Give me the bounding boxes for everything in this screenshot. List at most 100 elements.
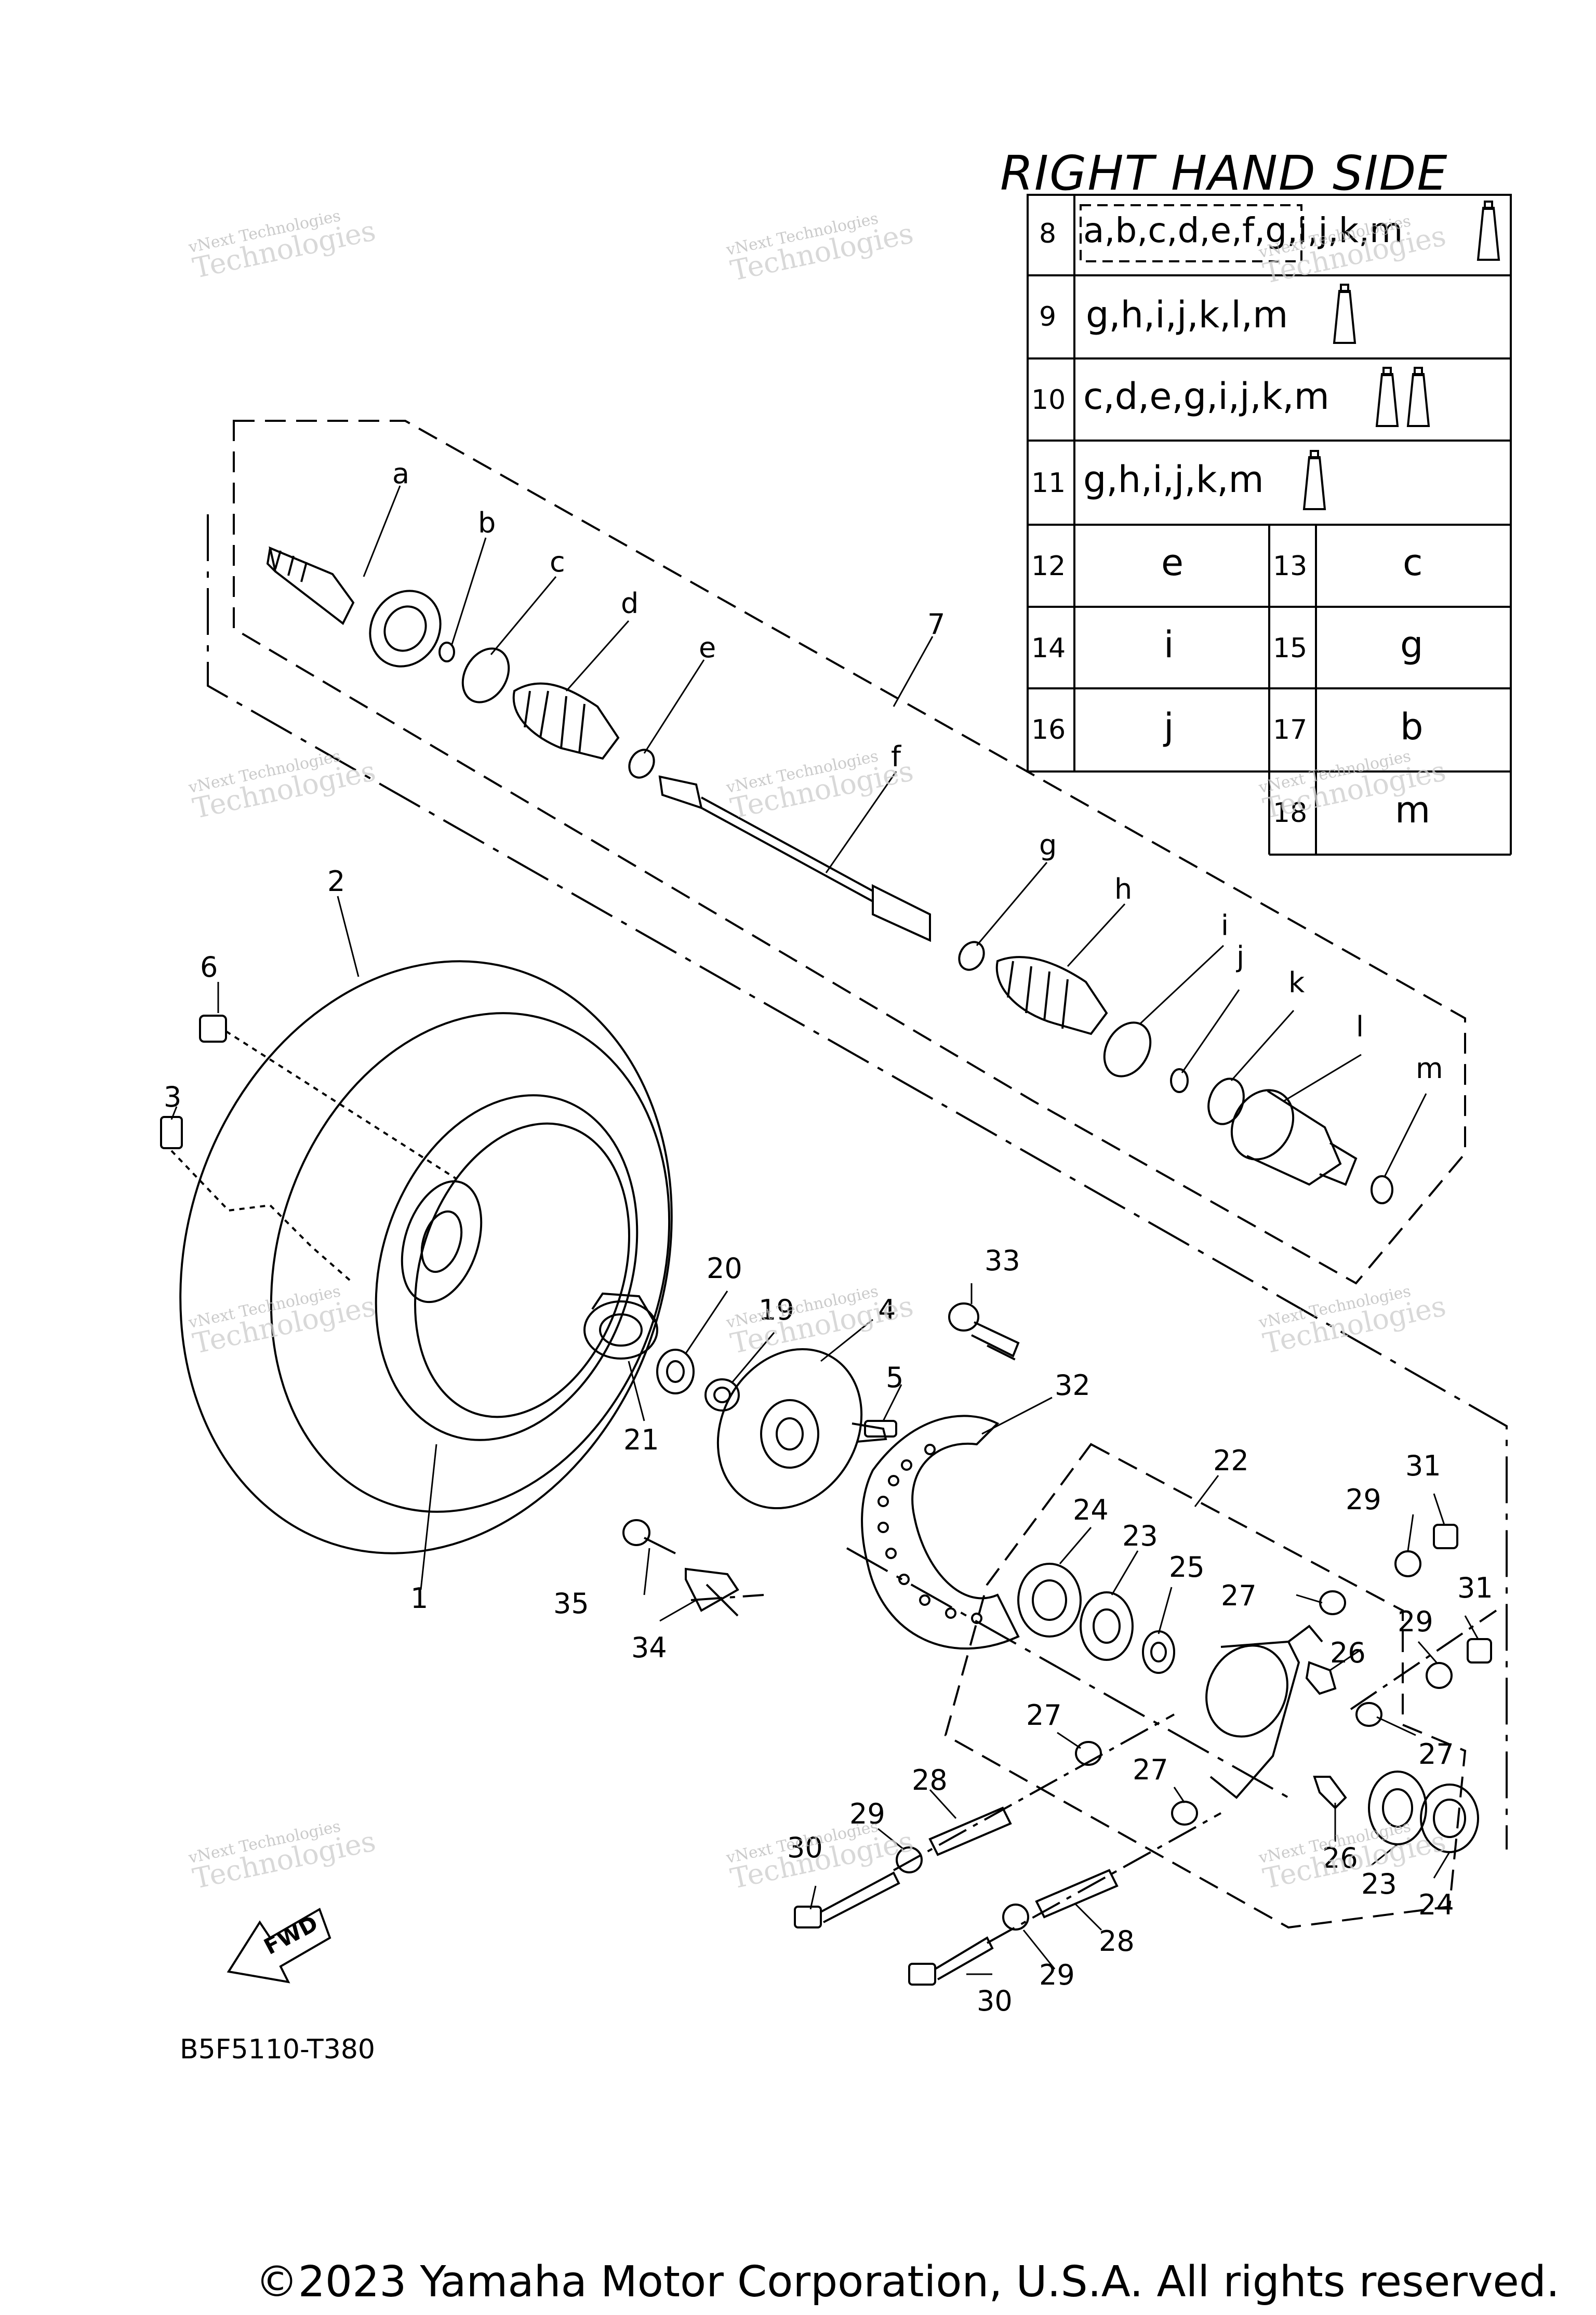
callout-32: 32 [1055,1369,1090,1402]
kit-row-parts: g,h,i,j,k,l,m [1086,294,1288,336]
kit-row-parts: g,h,i,j,k,m [1083,458,1264,501]
outer-cv-joint [266,546,442,668]
bushing-27d [1355,1702,1382,1727]
callout-22: 22 [1213,1444,1249,1477]
callout-28a: 28 [912,1764,948,1797]
brake-disc [861,1415,1020,1649]
kit-row-parts: a,b,c,d,e,f,g,i,j,k,m [1083,210,1403,250]
washer-29c [896,1846,923,1873]
kit-last-val: m [1395,789,1431,831]
sleeve-28a [928,1806,1012,1856]
kit-pair-left-val: e [1161,541,1184,584]
diagram-code: B5F5110-T380 [180,2034,376,2065]
diagram-title: RIGHT HAND SIDE [1000,145,1448,201]
washer-29b [1426,1662,1453,1689]
callout-31b: 31 [1457,1572,1493,1604]
kit-last-num: 18 [1273,797,1308,829]
fwd-arrow [227,1908,331,1984]
callout-1: 1 [410,1582,429,1615]
kit-row-num: 10 [1031,384,1066,416]
knuckle [1205,1625,1323,1799]
kit-pair-right-val: b [1400,706,1424,748]
callout-27a: 27 [1221,1579,1257,1612]
callout-27b: 27 [1026,1699,1062,1732]
kit-pair-left-val: i [1164,623,1174,666]
part-e-band [628,749,655,779]
callout-27c: 27 [1133,1753,1168,1786]
callout-29c: 29 [849,1798,885,1830]
kit-row-parts: c,d,e,g,i,j,k,m [1083,375,1329,418]
callout-l: l [1356,1010,1364,1043]
callout-h: h [1114,873,1133,906]
kit-row-num: 9 [1039,301,1057,332]
kit-pair-right-val: g [1400,623,1424,666]
valve-stem [160,1116,354,1284]
nut-31b [1467,1638,1492,1664]
part-b-clip [438,642,455,662]
bolt-5 [864,1420,897,1438]
kit-table-grid [1027,194,1512,856]
bearing-upper [1017,1563,1082,1638]
callout-7: 7 [927,608,946,641]
callout-i: i [1221,909,1229,942]
nut-31a [1433,1524,1458,1549]
part-c-band [461,647,510,703]
callout-27d: 27 [1418,1738,1454,1771]
callout-29b: 29 [1398,1605,1433,1638]
kit-pair-left-num: 16 [1031,714,1066,746]
kit-pair-left-num: 14 [1031,633,1066,664]
callout-21: 21 [623,1423,659,1456]
shaft-assembly-boundary [233,420,1466,1285]
nut [656,1349,695,1394]
callout-6: 6 [200,951,218,983]
callout-2: 2 [327,865,345,898]
washer [704,1378,740,1412]
collar [583,1292,658,1360]
callout-e: e [699,631,716,664]
part-i-band [1103,1021,1152,1077]
kit-pair-right-val: c [1403,541,1423,584]
callout-m: m [1416,1052,1443,1085]
part-j-clip [1170,1068,1189,1093]
callout-35: 35 [553,1587,589,1620]
callout-26a: 26 [1330,1637,1366,1669]
callout-3: 3 [164,1081,182,1113]
leader-lines [170,485,1479,1975]
part-l-inner-cv [1230,1089,1358,1186]
bearing-23-upper [1080,1591,1134,1661]
callout-d: d [621,587,639,620]
callout-a: a [392,457,410,490]
part-h-boot [995,956,1108,1035]
axle-centerline [207,514,1508,1850]
lug-nut [199,1015,458,1180]
callout-23a: 23 [1122,1520,1158,1552]
bolt-30b [908,1936,994,1986]
bolt-35 [622,1519,676,1554]
bolt-33 [948,1302,1020,1358]
callout-4: 4 [878,1294,896,1326]
kit-pair-right-num: 13 [1273,551,1308,582]
grease-nipple-upper [1305,1661,1337,1695]
kit-row-num: 8 [1039,218,1057,249]
part-f-shaft [658,775,931,942]
hub-centerline [846,1547,1289,1799]
kit-pair-right-num: 17 [1273,714,1308,746]
callout-24a: 24 [1073,1494,1109,1526]
callout-20: 20 [707,1252,742,1285]
callout-33: 33 [985,1244,1020,1277]
callout-31a: 31 [1405,1449,1441,1482]
copyright-footer: ©2023 Yamaha Motor Corporation, U.S.A. A… [0,2257,1596,2307]
washer-29d [1002,1904,1029,1931]
grease-tube-icon [1302,201,1500,510]
callout-5: 5 [886,1361,904,1394]
kit-row-num: 11 [1031,468,1066,499]
callout-25: 25 [1169,1551,1205,1584]
callout-c: c [550,546,565,578]
bracket [685,1567,739,1617]
kit-pair-left-val: j [1164,706,1174,748]
callout-b: b [478,507,496,539]
fwd-label: FWD [259,1910,322,1960]
grease-nipple-lower [1313,1776,1347,1810]
callout-23b: 23 [1361,1868,1397,1900]
